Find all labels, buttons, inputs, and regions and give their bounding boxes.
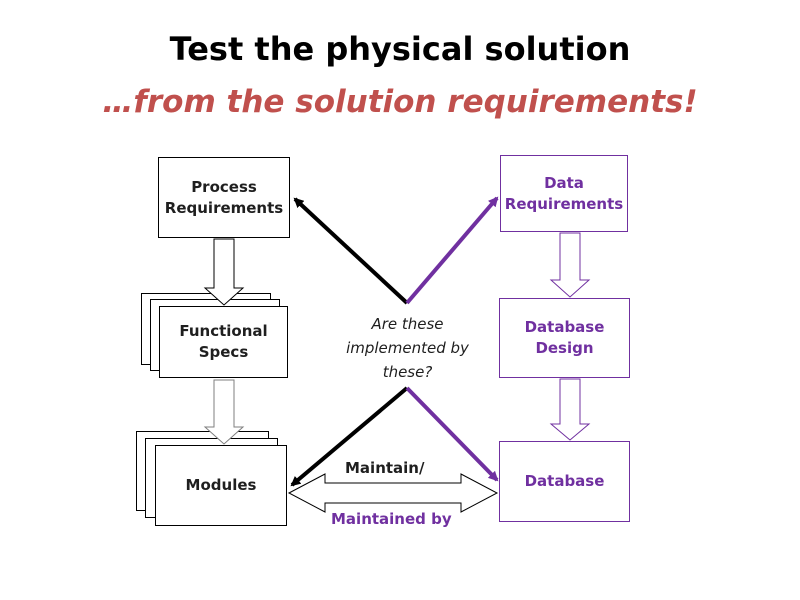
down-arrow-specs-to-modules (203, 379, 245, 445)
functional-specs-box: Functional Specs (159, 306, 288, 378)
slide-subtitle: …from the solution requirements! (102, 84, 698, 120)
maintained-by-label: Maintained by (331, 510, 452, 528)
process-requirements-box: Process Requirements (158, 157, 290, 238)
modules-box: Modules (155, 445, 287, 526)
arrow-to-modules (290, 386, 409, 487)
modules-label: Modules (185, 476, 257, 494)
database-label: Database (524, 472, 605, 490)
process-requirements-label: Process Requirements (164, 177, 284, 217)
arrow-to-data-requirements (405, 196, 499, 305)
database-box: Database (499, 441, 630, 522)
down-arrow-design-to-database (549, 378, 591, 441)
arrow-to-database (405, 386, 499, 482)
data-requirements-box: Data Requirements (500, 155, 628, 232)
data-requirements-label: Data Requirements (504, 173, 624, 213)
arrow-to-process-requirements (293, 197, 409, 305)
center-question: Are these implemented by these? (346, 315, 469, 381)
database-design-label: Database Design (524, 318, 605, 357)
down-arrow-process-to-specs (203, 238, 245, 306)
database-design-box: Database Design (499, 298, 630, 378)
maintain-label: Maintain/ (345, 459, 425, 477)
slide-title: Test the physical solution (169, 30, 631, 68)
maintain-double-arrow (287, 473, 499, 513)
functional-specs-label: Functional Specs (179, 322, 268, 361)
down-arrow-data-req-to-design (549, 232, 591, 298)
